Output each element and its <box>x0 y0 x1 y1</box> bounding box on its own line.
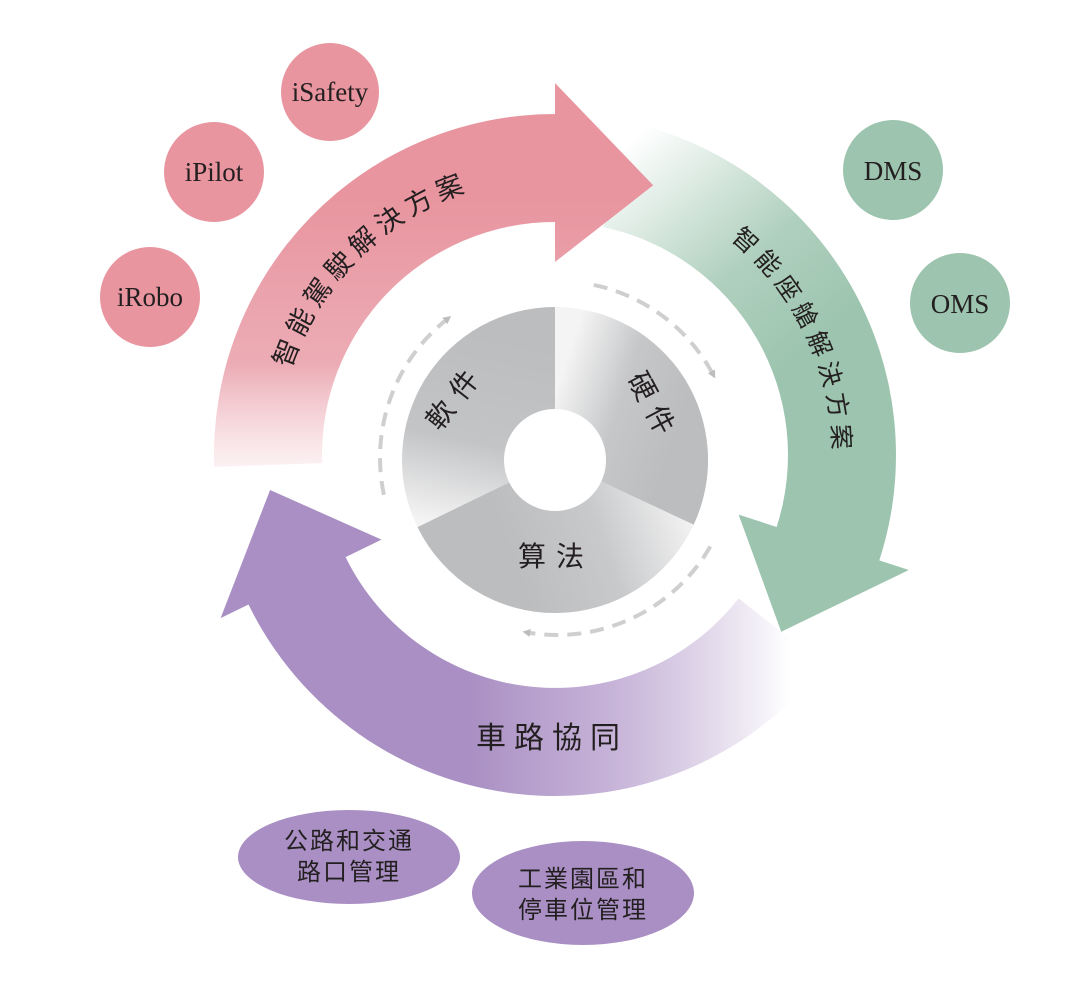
dashed-arrow-left <box>378 316 452 496</box>
bubble-industrial-line1: 工業園區和 <box>518 865 648 893</box>
hardware-sector <box>555 307 709 525</box>
bubble-ipilot: iPilot <box>164 122 264 222</box>
bubble-dms: DMS <box>843 120 943 220</box>
bubble-isafety-label: iSafety <box>292 77 369 107</box>
bubble-isafety: iSafety <box>281 43 379 141</box>
bubble-industrial-line2: 停車位管理 <box>518 896 648 924</box>
dashed-arrow-top <box>593 282 716 379</box>
bubble-irobo: iRobo <box>100 247 200 347</box>
bubble-ipilot-label: iPilot <box>185 157 244 187</box>
dashed-arrow-bottom <box>522 545 713 637</box>
v2x-arrow-label: 車路協同 <box>476 721 628 756</box>
v2x-arrow <box>220 490 824 796</box>
cockpit-arrow <box>603 121 909 632</box>
bubble-highway-intersection: 公路和交通 路口管理 <box>238 810 460 904</box>
driving-arrow <box>213 83 654 467</box>
bubble-highway-line1: 公路和交通 <box>284 827 414 855</box>
algorithm-label: 算法 <box>518 540 594 573</box>
bubble-irobo-label: iRobo <box>117 282 183 312</box>
bubble-highway-line2: 路口管理 <box>297 858 401 886</box>
software-sector <box>402 307 555 528</box>
algorithm-sector <box>417 481 694 614</box>
bubble-oms: OMS <box>910 253 1010 353</box>
bubble-dms-label: DMS <box>864 156 923 186</box>
bubble-oms-label: OMS <box>931 289 990 319</box>
bubble-industrial-parking: 工業園區和 停車位管理 <box>472 841 694 945</box>
